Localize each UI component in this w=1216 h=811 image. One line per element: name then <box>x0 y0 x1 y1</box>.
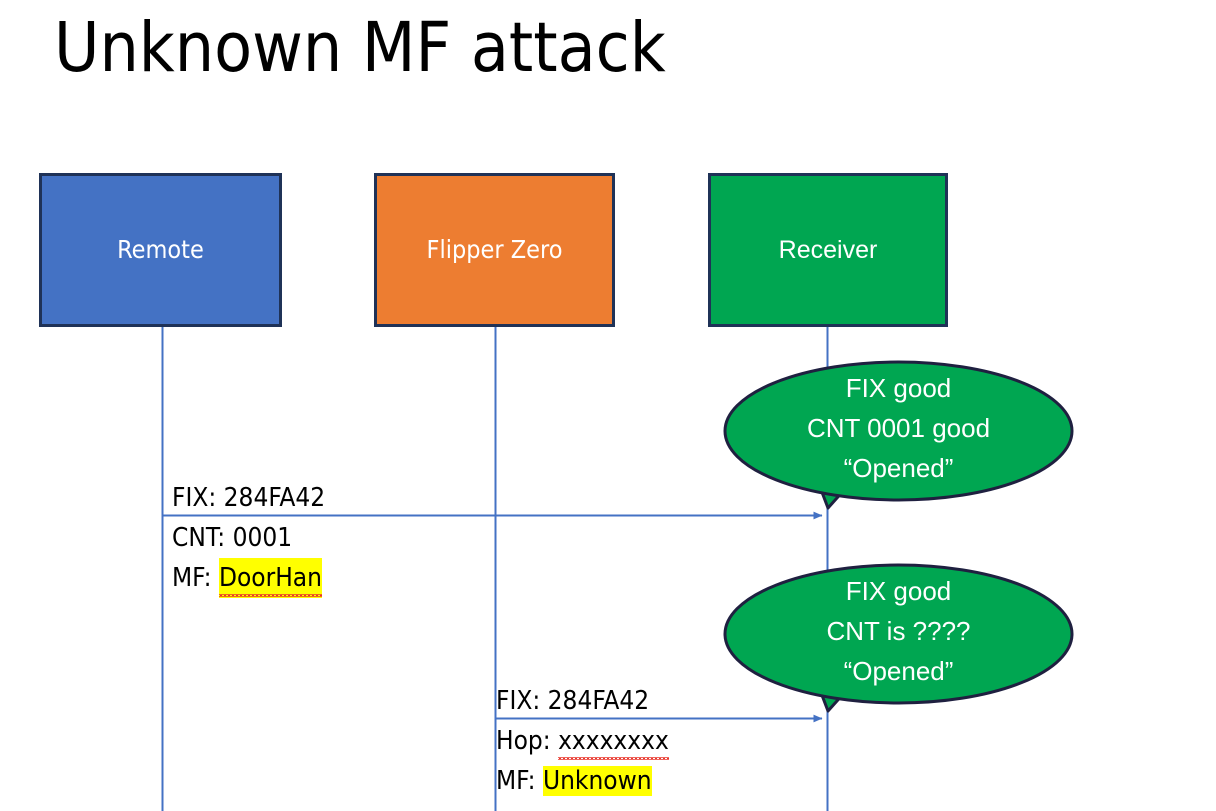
message-2-fix-text: FIX: 284FA42 <box>496 686 650 716</box>
message-2-hop-label: Hop: <box>496 726 551 756</box>
page-title: Unknown MF attack <box>54 8 666 88</box>
actor-box-flipper[interactable]: Flipper Zero <box>374 173 615 327</box>
speech-bubble-1 <box>723 360 1074 510</box>
actor-box-remote[interactable]: Remote <box>39 173 282 327</box>
message-2-label-above: FIX: 284FA42 <box>496 681 649 721</box>
message-2-mf-value: Unknown <box>542 766 652 796</box>
message-2-mf-row: MF: Unknown <box>496 761 669 801</box>
actor-box-receiver[interactable]: Receiver <box>708 173 948 327</box>
message-1-mf-row: MF: DoorHan <box>172 558 322 598</box>
message-2-hop-value: xxxxxxxx <box>558 721 669 761</box>
actor-label-flipper: Flipper Zero <box>426 235 563 264</box>
actor-label-receiver: Receiver <box>778 236 878 264</box>
message-2-label-below: Hop: xxxxxxxx MF: Unknown <box>496 721 669 801</box>
message-1-mf-value: DoorHan <box>218 558 322 598</box>
message-2-hop-row: Hop: xxxxxxxx <box>496 721 669 761</box>
message-1-cnt-label: CNT: <box>172 523 226 553</box>
actor-label-remote: Remote <box>117 235 204 264</box>
message-1-label-below: CNT: 0001 MF: DoorHan <box>172 518 322 598</box>
message-2-mf-label: MF: <box>496 766 536 796</box>
message-1-fix-text: FIX: 284FA42 <box>172 483 326 513</box>
message-1-mf-label: MF: <box>172 563 212 593</box>
message-1-cnt-value: 0001 <box>232 523 293 553</box>
message-1-cnt-row: CNT: 0001 <box>172 518 322 558</box>
speech-bubble-2 <box>723 563 1074 713</box>
message-1-label-above: FIX: 284FA42 <box>172 478 325 518</box>
